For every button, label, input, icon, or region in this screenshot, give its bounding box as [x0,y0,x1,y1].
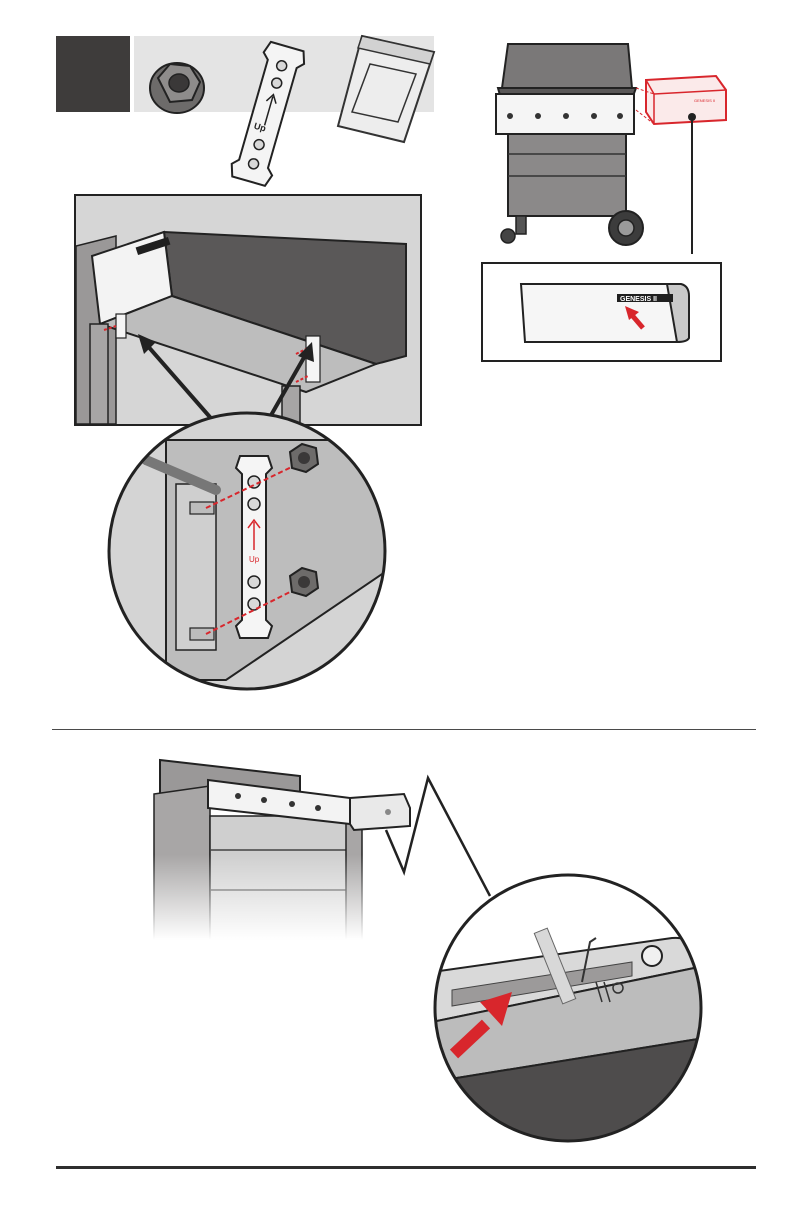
section-divider [52,729,756,730]
mounting-bracket-icon [228,41,307,187]
tool-detail-circle [432,872,704,1144]
flange-nut-icon [150,63,204,113]
flange-nut-bottom-icon [290,568,318,596]
grill-overview-illustration: GENESIS II [486,36,742,254]
side-table-callout-illustration: GENESIS II [481,262,722,362]
footer-rule [56,1166,756,1169]
hardware-bag-icon [338,36,434,142]
detail-up-label: Up [249,555,260,564]
parts-illustration: Up [134,30,444,190]
side-table-highlight: GENESIS II [636,76,726,124]
bracket-detail-circle: Up [106,410,388,692]
step-number-badge [56,36,130,112]
flange-nut-top-icon [290,444,318,472]
callout-brand-label: GENESIS II [620,296,657,303]
side-table-brand-label: GENESIS II [694,98,715,103]
